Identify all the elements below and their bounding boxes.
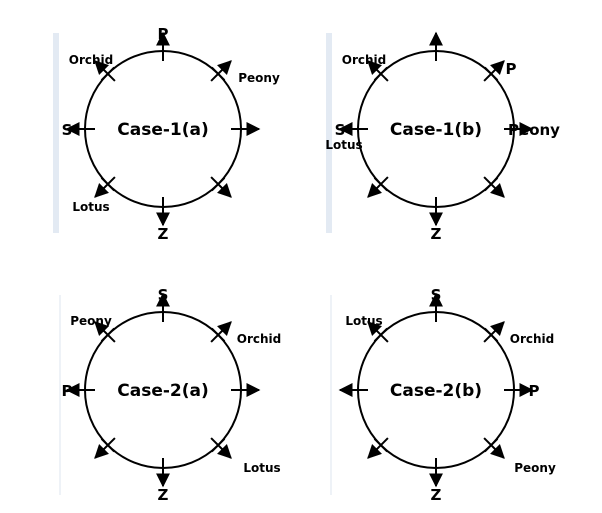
mid-bar-bottom (330, 295, 332, 495)
seat-tick (211, 177, 226, 192)
left-bar-top (53, 33, 59, 233)
case-title: Case-1(a) (117, 120, 209, 140)
person-label: P (506, 60, 517, 78)
person-label: P (62, 382, 73, 400)
person-label: Orchid (342, 53, 386, 67)
seat-tick (484, 327, 499, 342)
seat-arrow-icon (367, 176, 389, 198)
person-label: Lotus (243, 461, 280, 475)
seat-tick (373, 438, 388, 453)
seat-arrow-icon (210, 321, 232, 343)
person-label: Lotus (325, 138, 362, 152)
seat-tick (100, 66, 115, 81)
seat-tick (484, 66, 499, 81)
seat-arrow-icon (483, 321, 505, 343)
person-label: Lotus (72, 200, 109, 214)
seat-arrow-icon (367, 60, 389, 82)
person-label: S (431, 286, 442, 304)
person-label: Peony (508, 121, 560, 139)
seat-arrow-icon (483, 437, 505, 459)
person-label: Orchid (510, 332, 554, 346)
person-label: Z (158, 225, 169, 243)
person-label: Peony (514, 461, 556, 475)
seat-arrow-icon (94, 60, 116, 82)
seat-arrow-icon (483, 176, 505, 198)
seat-arrow-icon (210, 437, 232, 459)
person-label: Z (431, 225, 442, 243)
person-label: S (335, 121, 346, 139)
person-label: Orchid (237, 332, 281, 346)
person-label: P (529, 382, 540, 400)
seat-arrow-icon (483, 60, 505, 82)
mid-bar-top (326, 33, 332, 233)
person-label: Peony (238, 71, 280, 85)
case-title: Case-2(b) (390, 381, 482, 401)
seat-tick (100, 327, 115, 342)
left-bar-bottom (59, 295, 61, 495)
seat-tick (373, 177, 388, 192)
person-label: S (62, 121, 73, 139)
person-label: Lotus (345, 314, 382, 328)
seat-arrow-icon (367, 321, 389, 343)
person-label: Peony (70, 314, 112, 328)
person-label: P (158, 25, 169, 43)
seat-arrow-icon (210, 176, 232, 198)
seat-arrow-icon (367, 437, 389, 459)
case-title: Case-2(a) (117, 381, 209, 401)
person-label: Z (431, 486, 442, 504)
seat-arrow-icon (94, 321, 116, 343)
seat-tick (373, 327, 388, 342)
seat-arrow-icon (94, 176, 116, 198)
seat-tick (211, 66, 226, 81)
seat-arrow-icon (94, 437, 116, 459)
seat-tick (211, 327, 226, 342)
person-label: Z (158, 486, 169, 504)
seat-tick (100, 438, 115, 453)
person-label: S (158, 286, 169, 304)
seat-arrow-icon (210, 60, 232, 82)
case-title: Case-1(b) (390, 120, 482, 140)
seat-tick (484, 438, 499, 453)
seat-tick (373, 66, 388, 81)
seat-tick (484, 177, 499, 192)
person-label: Orchid (69, 53, 113, 67)
seat-tick (211, 438, 226, 453)
seat-tick (100, 177, 115, 192)
